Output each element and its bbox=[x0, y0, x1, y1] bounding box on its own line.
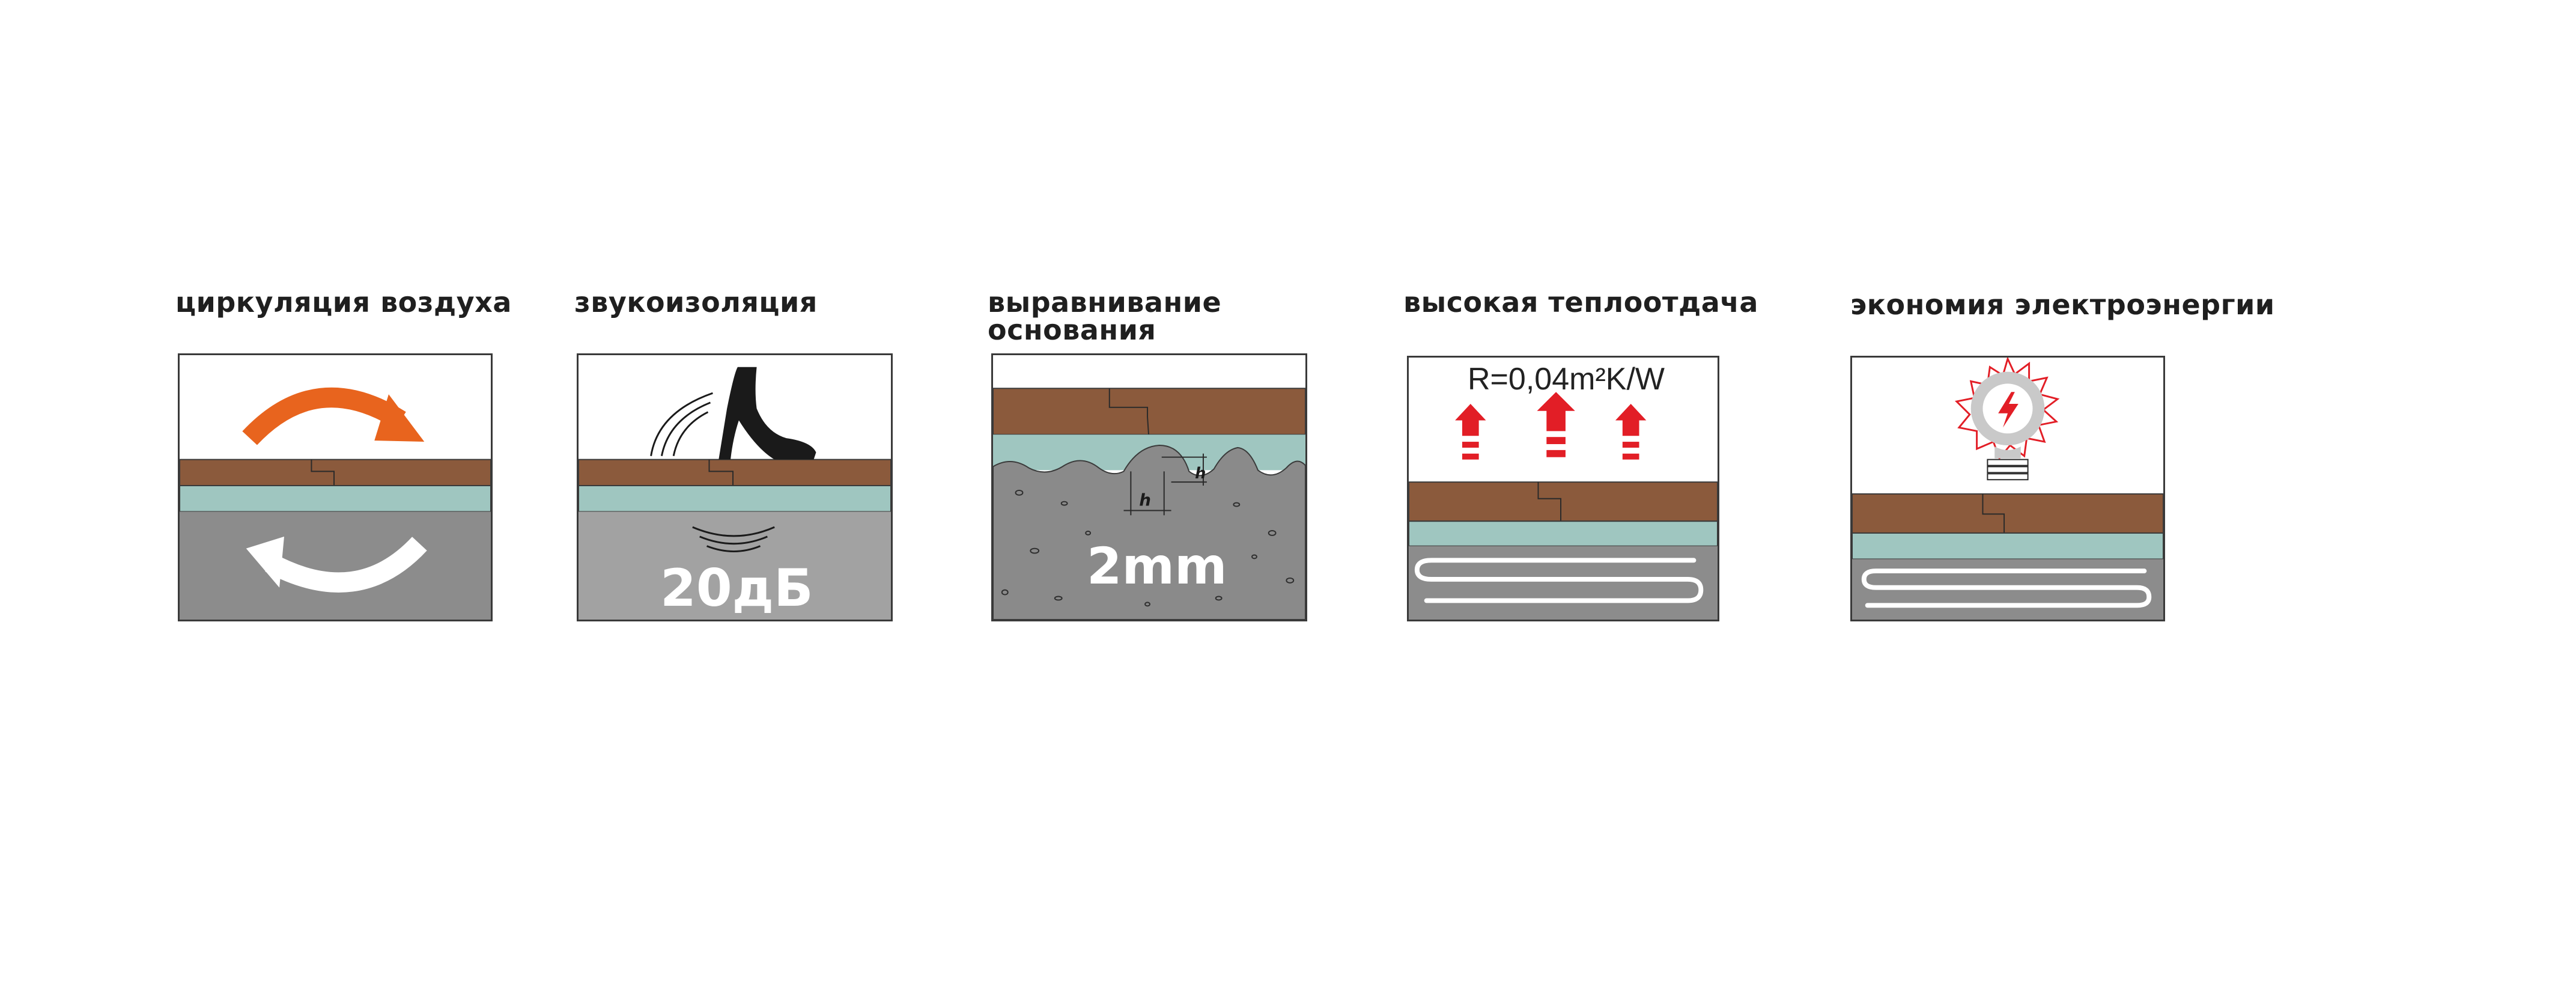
feature-title-sound-insulation: звукоизоляция bbox=[574, 288, 818, 316]
wood-joint bbox=[708, 459, 734, 486]
title-line: звукоизоляция bbox=[574, 286, 818, 319]
wood-joint bbox=[311, 459, 335, 486]
feature-title-energy-saving: экономия электроэнергии bbox=[1850, 291, 2275, 319]
sound-level-badge: 20дБ bbox=[660, 558, 813, 618]
heating-pipe-icon bbox=[1861, 569, 2152, 608]
base-leveling-diagram: h h bbox=[993, 355, 1305, 620]
title-line: выравнивание bbox=[988, 286, 1222, 319]
high-heel-shoe-icon bbox=[718, 367, 816, 460]
feature-title-base-leveling: выравнивание основания bbox=[988, 288, 1221, 344]
depth-marker bbox=[1123, 453, 1207, 516]
air-circulation-diagram bbox=[180, 355, 491, 620]
sound-waves-icon bbox=[650, 392, 775, 553]
subfloor-layer bbox=[180, 511, 491, 620]
feature-title-heat-transfer: высокая теплоотдача bbox=[1403, 288, 1758, 316]
wood-joint bbox=[1108, 388, 1149, 435]
panel-sound-insulation: 20дБ bbox=[577, 353, 893, 621]
panel-base-leveling: h h 2mm bbox=[991, 353, 1307, 621]
subfloor-layer bbox=[579, 511, 891, 620]
heating-pipe-icon bbox=[1414, 558, 1704, 603]
title-line: основания bbox=[988, 314, 1156, 346]
underlay-layer bbox=[1409, 520, 1718, 547]
underlay-layer bbox=[180, 485, 491, 513]
depth-label-a: h bbox=[1139, 490, 1151, 510]
heat-up-arrows-icon bbox=[1455, 392, 1647, 460]
title-line: экономия электроэнергии bbox=[1850, 288, 2275, 321]
leveling-badge: 2mm bbox=[1087, 537, 1227, 596]
wood-joint bbox=[1537, 482, 1562, 522]
panel-energy-saving bbox=[1850, 356, 2165, 621]
title-line: циркуляция воздуха bbox=[175, 286, 512, 319]
underlay-layer bbox=[579, 485, 891, 513]
subfloor-layer bbox=[1409, 546, 1718, 620]
panel-heat-transfer: R=0,04m²K/W bbox=[1407, 356, 1719, 621]
energy-saving-diagram bbox=[1852, 358, 2163, 620]
heat-transfer-diagram bbox=[1409, 358, 1718, 620]
feature-title-air-circulation: циркуляция воздуха bbox=[175, 288, 512, 316]
lightning-bolt-icon bbox=[1998, 392, 2019, 428]
wood-layer bbox=[1409, 481, 1718, 522]
circulation-arrows-icon bbox=[242, 387, 427, 593]
wood-layer bbox=[993, 388, 1305, 436]
wood-layer bbox=[180, 459, 491, 487]
title-line: высокая теплоотдача bbox=[1403, 286, 1758, 319]
thermal-resistance-label: R=0,04m²K/W bbox=[1468, 362, 1665, 397]
depth-label-b: h bbox=[1195, 465, 1206, 483]
wood-layer bbox=[1852, 493, 2163, 534]
sound-insulation-diagram bbox=[579, 355, 891, 620]
wood-joint bbox=[1982, 493, 2005, 533]
panel-air-circulation bbox=[178, 353, 493, 621]
uneven-concrete-base bbox=[993, 444, 1305, 620]
light-bulb-icon bbox=[1954, 358, 2060, 481]
wood-layer bbox=[579, 459, 891, 487]
underlay-layer bbox=[1852, 532, 2163, 560]
aggregate-dots bbox=[1001, 489, 1295, 607]
